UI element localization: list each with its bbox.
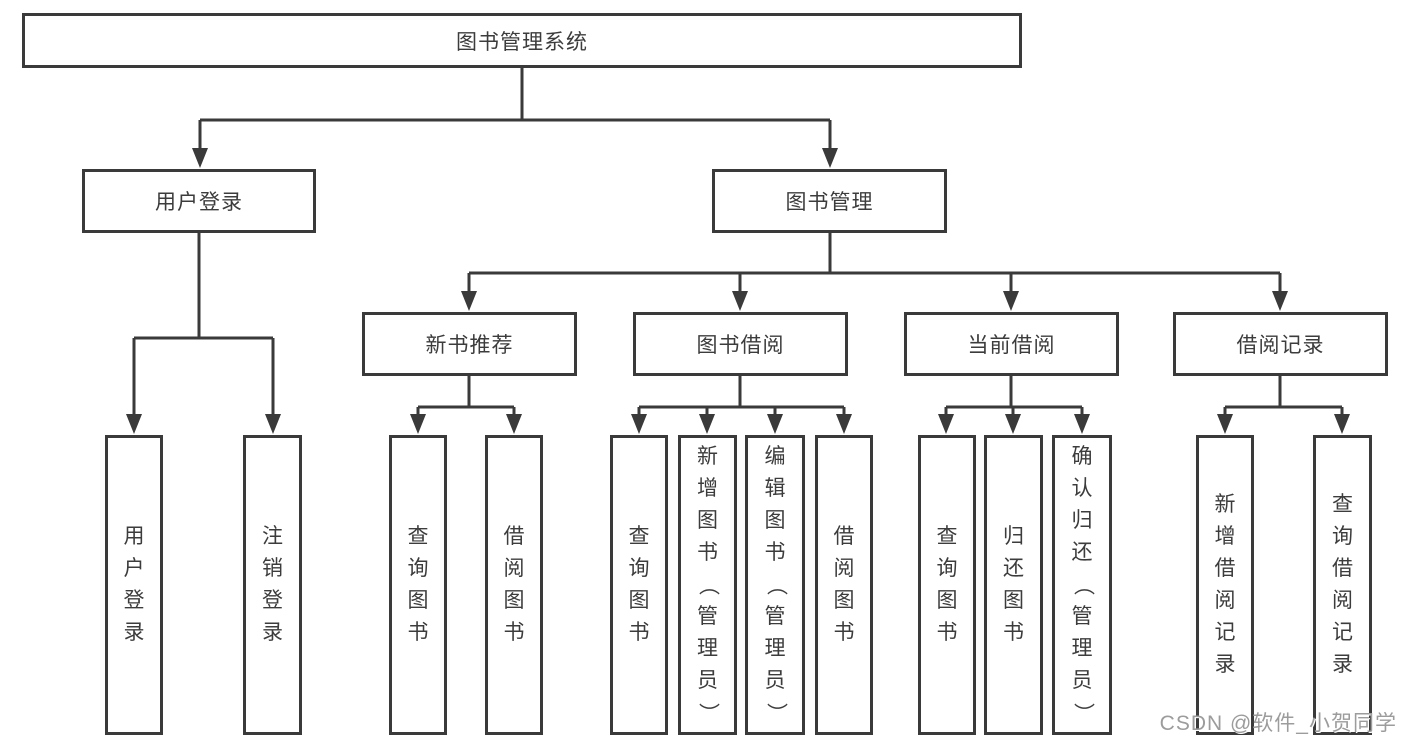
node-book-mgmt-branch: 图书管理 — [712, 169, 947, 233]
node-leaf-br-add-record-label: 新增借阅记录 — [1214, 493, 1236, 676]
node-leaf-cb-return-books-label: 归还图书 — [1003, 525, 1024, 644]
node-current-borrowing: 当前借阅 — [904, 312, 1119, 376]
node-leaf-br-add-record: 新增借阅记录 — [1196, 435, 1254, 735]
node-leaf-logout-label: 注销登录 — [262, 525, 283, 644]
node-book-borrowing: 图书借阅 — [633, 312, 848, 376]
node-leaf-bb-edit-books-admin-label: 编辑图书（管理员） — [764, 445, 787, 724]
arrowheads — [126, 148, 1350, 434]
node-leaf-cb-query-books-label: 查询图书 — [936, 525, 958, 644]
node-book-borrowing-label: 图书借阅 — [696, 334, 785, 357]
node-leaf-bb-borrow-books-label: 借阅图书 — [833, 525, 855, 644]
node-leaf-cb-return-books: 归还图书 — [984, 435, 1043, 735]
node-leaf-br-query-record-label: 查询借阅记录 — [1332, 493, 1353, 676]
node-leaf-nbr-borrow-books-label: 借阅图书 — [503, 525, 525, 644]
node-user-login-branch-label: 用户登录 — [155, 191, 243, 214]
node-root: 图书管理系统 — [22, 13, 1022, 68]
node-new-book-recommendation-label: 新书推荐 — [425, 334, 514, 357]
node-leaf-bb-borrow-books: 借阅图书 — [815, 435, 873, 735]
node-leaf-bb-query-books: 查询图书 — [610, 435, 668, 735]
node-leaf-nbr-query-books: 查询图书 — [389, 435, 447, 735]
node-new-book-recommendation: 新书推荐 — [362, 312, 577, 376]
node-user-login-branch: 用户登录 — [82, 169, 316, 233]
node-leaf-bb-query-books-label: 查询图书 — [628, 525, 650, 644]
node-leaf-br-query-record: 查询借阅记录 — [1313, 435, 1372, 735]
node-root-label: 图书管理系统 — [456, 30, 588, 54]
watermark: CSDN @软件_小贺同学 — [1159, 712, 1397, 735]
node-leaf-logout: 注销登录 — [243, 435, 302, 735]
node-leaf-bb-edit-books-admin: 编辑图书（管理员） — [745, 435, 805, 735]
node-leaf-user-login: 用户登录 — [105, 435, 163, 735]
node-leaf-cb-confirm-return-admin-label: 确认归还（管理员） — [1071, 445, 1094, 724]
node-borrowing-records-label: 借阅记录 — [1236, 334, 1325, 357]
node-borrowing-records: 借阅记录 — [1173, 312, 1388, 376]
node-leaf-cb-confirm-return-admin: 确认归还（管理员） — [1052, 435, 1112, 735]
node-leaf-bb-add-books-admin-label: 新增图书（管理员） — [696, 445, 720, 724]
node-leaf-nbr-borrow-books: 借阅图书 — [485, 435, 543, 735]
node-leaf-cb-query-books: 查询图书 — [918, 435, 976, 735]
node-current-borrowing-label: 当前借阅 — [967, 334, 1056, 357]
node-leaf-user-login-label: 用户登录 — [123, 525, 145, 644]
node-book-mgmt-branch-label: 图书管理 — [785, 191, 874, 214]
node-leaf-nbr-query-books-label: 查询图书 — [407, 525, 429, 644]
node-leaf-bb-add-books-admin: 新增图书（管理员） — [678, 435, 737, 735]
